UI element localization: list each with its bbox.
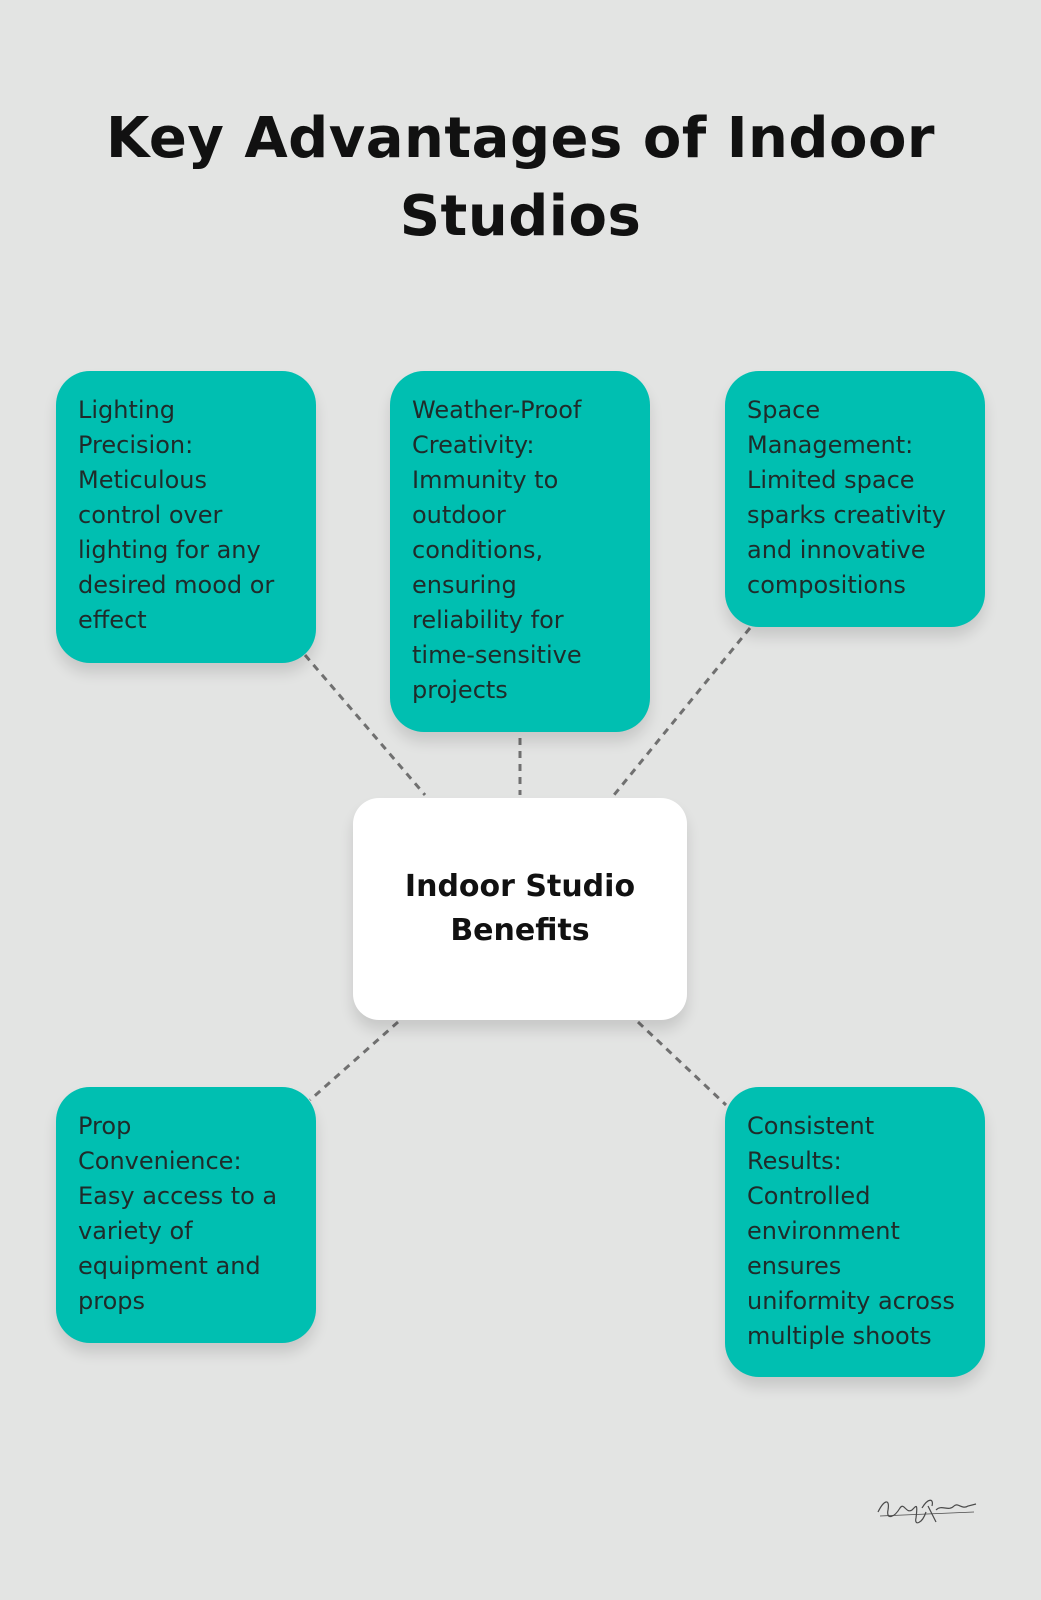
card-weather-proof-text: Weather-Proof Creativity: Immunity to ou… [412, 396, 582, 704]
card-consistent-results: Consistent Results: Controlled environme… [725, 1087, 985, 1377]
card-space-management: Space Management: Limited space sparks c… [725, 371, 985, 627]
card-weather-proof: Weather-Proof Creativity: Immunity to ou… [390, 371, 650, 732]
card-prop-convenience: Prop Convenience: Easy access to a varie… [56, 1087, 316, 1343]
page-title: Key Advantages of Indoor Studios [105, 106, 936, 249]
card-lighting-precision: Lighting Precision: Meticulous control o… [56, 371, 316, 663]
connector-space-management [612, 627, 752, 796]
center-node-label: Indoor Studio Benefits [404, 869, 636, 948]
signature-logo [877, 1499, 977, 1524]
connector-lighting-precision [303, 654, 427, 796]
card-lighting-precision-text: Lighting Precision: Meticulous control o… [78, 396, 275, 634]
card-consistent-results-text: Consistent Results: Controlled environme… [747, 1112, 955, 1350]
card-prop-convenience-text: Prop Convenience: Easy access to a varie… [78, 1112, 278, 1315]
card-space-management-text: Space Management: Limited space sparks c… [747, 396, 946, 599]
connector-prop-convenience [309, 1020, 399, 1102]
connector-consistent-results [636, 1020, 728, 1107]
center-node: Indoor Studio Benefits [353, 798, 687, 1020]
